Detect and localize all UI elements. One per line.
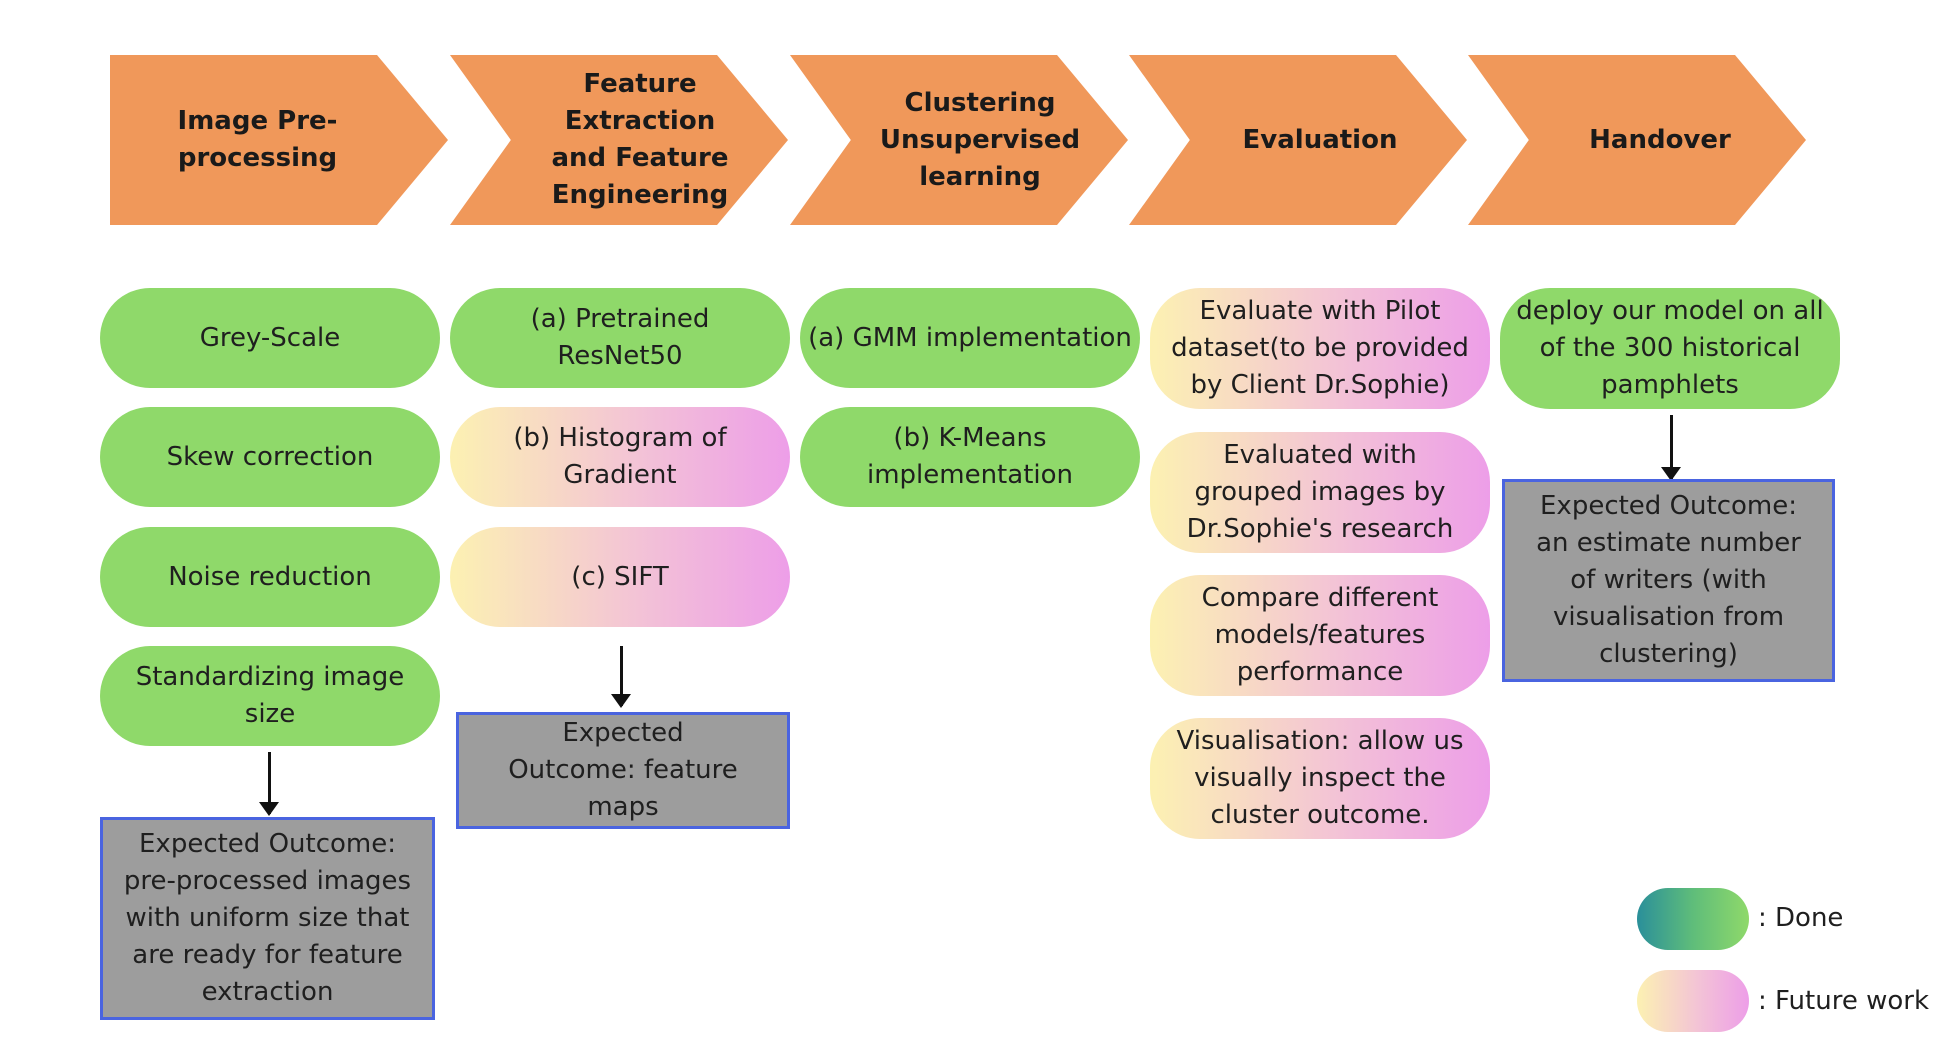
stage-title-evaluation: Evaluation — [1242, 124, 1398, 155]
outcome-feature: Expected Outcome: feature maps — [456, 712, 790, 829]
legend-done-label: : Done — [1758, 903, 1844, 933]
stage-title-feature: Feature Extraction and Feature Engineeri… — [551, 69, 729, 210]
task-grey-scale: Grey-Scale — [100, 288, 440, 388]
task-histogram-gradient: (b) Histogram of Gradient — [450, 407, 790, 507]
legend-future-swatch — [1637, 970, 1749, 1032]
arrow-preprocessing — [259, 752, 279, 816]
task-visualisation: Visualisation: allow us visually inspect… — [1150, 718, 1490, 839]
arrow-handover — [1661, 415, 1681, 481]
task-deploy-model: deploy our model on all of the 300 histo… — [1500, 288, 1840, 409]
legend-done-swatch — [1637, 888, 1749, 950]
stage-title-handover: Handover — [1589, 124, 1731, 155]
legend-future-label: : Future work — [1758, 986, 1930, 1016]
task-grouped-images: Evaluated with grouped images by Dr.Soph… — [1150, 432, 1490, 553]
task-gmm: (a) GMM implementation — [800, 288, 1140, 388]
stage-chevron-preprocessing — [110, 55, 448, 225]
arrow-feature — [611, 646, 631, 708]
stage-title-preprocessing: Image Pre-processing — [177, 106, 338, 173]
task-skew-correction: Skew correction — [100, 407, 440, 507]
task-standardizing-size: Standardizing image size — [100, 646, 440, 746]
task-resnet50: (a) Pretrained ResNet50 — [450, 288, 790, 388]
task-pilot-dataset: Evaluate with Pilot dataset(to be provid… — [1150, 288, 1490, 409]
outcome-preprocessing: Expected Outcome: pre-processed images w… — [100, 817, 435, 1020]
task-noise-reduction: Noise reduction — [100, 527, 440, 627]
task-compare-models: Compare different models/features perfor… — [1150, 575, 1490, 696]
outcome-handover: Expected Outcome: an estimate number of … — [1502, 479, 1835, 682]
task-sift: (c) SIFT — [450, 527, 790, 627]
task-kmeans: (b) K-Means implementation — [800, 407, 1140, 507]
stage-title-clustering: Clustering Unsupervised learning — [879, 87, 1081, 192]
